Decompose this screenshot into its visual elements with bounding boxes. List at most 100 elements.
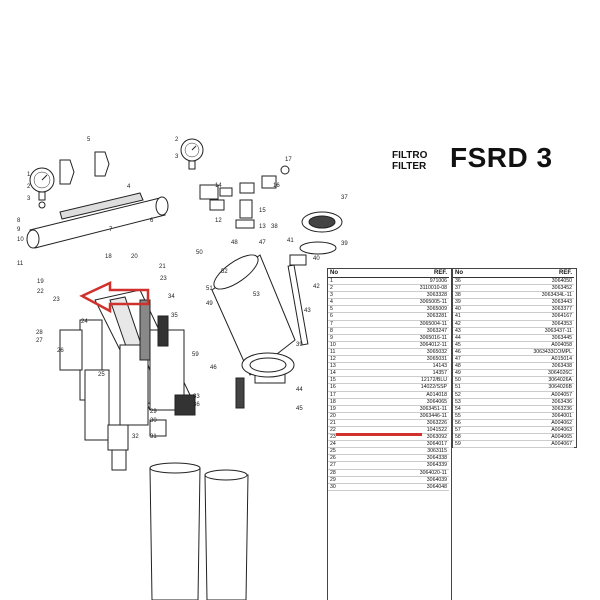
part-ref: 3063451-11	[361, 405, 449, 413]
part-ref: A004062	[479, 419, 574, 427]
part-number: 30	[328, 483, 362, 491]
filter-housings	[59, 289, 196, 471]
part-number: 19	[328, 405, 362, 413]
part-ref: A004058	[479, 341, 574, 349]
part-number: 11	[328, 348, 362, 357]
callout-2b: 2	[175, 137, 179, 143]
part-ref: 3063446-11	[361, 412, 449, 420]
callout-26: 26	[57, 348, 64, 354]
part-ref: 3065031	[361, 355, 449, 364]
callout-39b: 39	[296, 342, 303, 348]
part-number: 50	[453, 376, 480, 385]
part-number: 36	[453, 277, 480, 286]
part-ref: 3064020-11	[361, 469, 449, 477]
part-ref: A004067	[479, 440, 574, 449]
part-ref: 14357	[361, 369, 449, 378]
part-ref: 3064338	[361, 454, 449, 463]
part-number: 18	[328, 398, 362, 406]
callout-35: 35	[171, 313, 178, 319]
part-number: 41	[453, 312, 480, 321]
part-ref: 3063236	[479, 405, 574, 413]
callout-3b: 3	[175, 154, 179, 160]
part-number: 48	[453, 362, 480, 371]
part-ref: 3110010-08	[361, 284, 449, 293]
part-number: 17	[328, 391, 362, 399]
part-ref: 3065004-11	[361, 320, 449, 328]
part-ref: 3063281	[361, 312, 449, 321]
part-number: 16	[328, 383, 362, 392]
part-number: 9	[328, 334, 362, 342]
part-number: 29	[328, 476, 362, 484]
part-ref: 3065032	[361, 348, 449, 357]
part-ref: 3063377	[479, 305, 574, 314]
part-ref: 3064167	[479, 312, 574, 321]
title-line-filter: FILTER	[392, 161, 427, 172]
part-number: 37	[453, 284, 480, 293]
part-number: 52	[453, 391, 480, 399]
part-ref: A004063	[479, 426, 574, 435]
part-ref: 3064017	[361, 440, 449, 449]
part-number: 12	[328, 355, 362, 364]
part-number: 4	[328, 298, 362, 307]
part-ref: 12172/BLU	[361, 376, 449, 385]
gauge-right	[180, 138, 204, 170]
part-number: 2	[328, 284, 362, 293]
part-number: 39	[453, 298, 480, 307]
callout-49: 49	[206, 301, 213, 307]
title-label: FILTRO FILTER	[392, 150, 427, 172]
valve-group	[199, 165, 290, 229]
part-number: 13	[328, 362, 362, 371]
part-ref: A014018	[361, 391, 449, 399]
callout-1: 1	[27, 172, 31, 178]
col-no: No	[328, 269, 362, 278]
callout-47: 47	[259, 240, 266, 246]
callout-37: 37	[341, 195, 348, 201]
callout-59: 59	[192, 352, 199, 358]
callout-44: 44	[296, 387, 303, 393]
callout-33: 33	[193, 394, 200, 400]
callout-48: 48	[231, 240, 238, 246]
part-number: 53	[453, 398, 480, 406]
part-ref: 3064048	[361, 483, 449, 491]
callout-40: 40	[313, 256, 320, 262]
part-number: 47	[453, 355, 480, 364]
part-ref: 3064065	[361, 398, 449, 406]
callout-3: 3	[27, 196, 31, 202]
part-ref: 3064026B	[479, 383, 574, 392]
part-number: 46	[453, 348, 480, 357]
part-number: 49	[453, 369, 480, 378]
callout-38: 38	[271, 224, 278, 230]
callout-25: 25	[98, 372, 105, 378]
part-number: 45	[453, 341, 480, 349]
callout-14: 14	[215, 183, 222, 189]
part-number: 57	[453, 426, 480, 435]
part-ref: 3063452	[479, 284, 574, 293]
callout-36: 36	[193, 402, 200, 408]
